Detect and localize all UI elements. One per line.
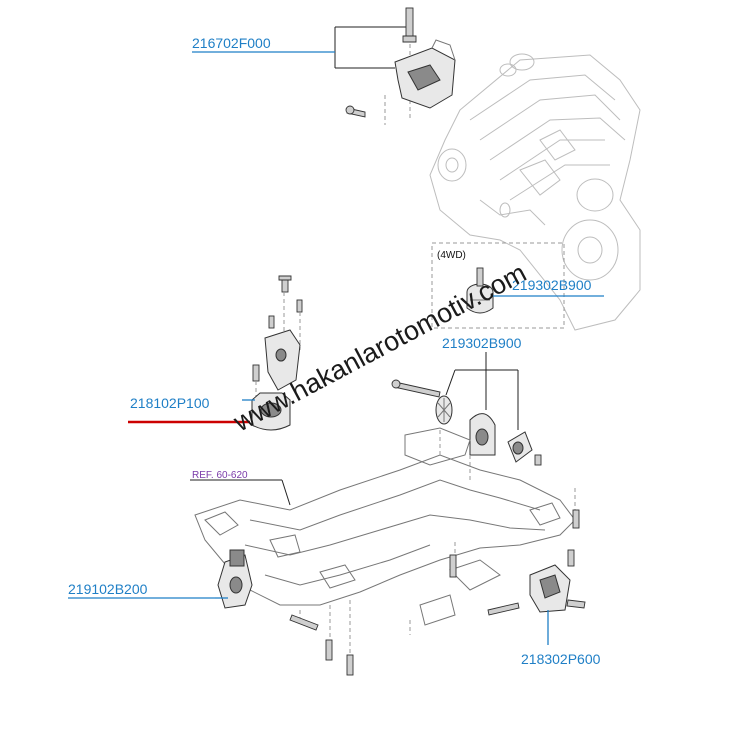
4wd-note: (4WD) bbox=[437, 250, 466, 261]
subframe bbox=[194, 427, 576, 655]
bolt-mid bbox=[449, 554, 457, 578]
label-218102P100[interactable]: 218102P100 bbox=[130, 395, 210, 411]
transmission-mount-cluster bbox=[391, 352, 542, 480]
engine-block bbox=[429, 53, 641, 331]
ref-leader-tip bbox=[281, 479, 291, 506]
engine-mount-bracket-upper bbox=[334, 7, 456, 125]
bolt-right bbox=[572, 509, 580, 529]
bolt-lower-a bbox=[325, 639, 333, 661]
transmission-mount-219102 bbox=[215, 549, 319, 631]
4wd-mount-group: (4WD) bbox=[431, 242, 565, 329]
label-218302P600[interactable]: 218302P600 bbox=[521, 651, 601, 667]
label-219302B900[interactable]: 219302B900 bbox=[442, 335, 522, 351]
bolt-lower-b bbox=[346, 654, 354, 676]
label-216702F000[interactable]: 216702F000 bbox=[192, 35, 271, 51]
label-ref: REF. 60-620 bbox=[192, 470, 248, 481]
engine-mount-218102 bbox=[242, 275, 303, 431]
label-219302B900-4wd[interactable]: 219302B900 bbox=[512, 277, 592, 293]
transmission-mount-218302 bbox=[487, 549, 586, 645]
label-219102B200[interactable]: 219102B200 bbox=[68, 581, 148, 597]
